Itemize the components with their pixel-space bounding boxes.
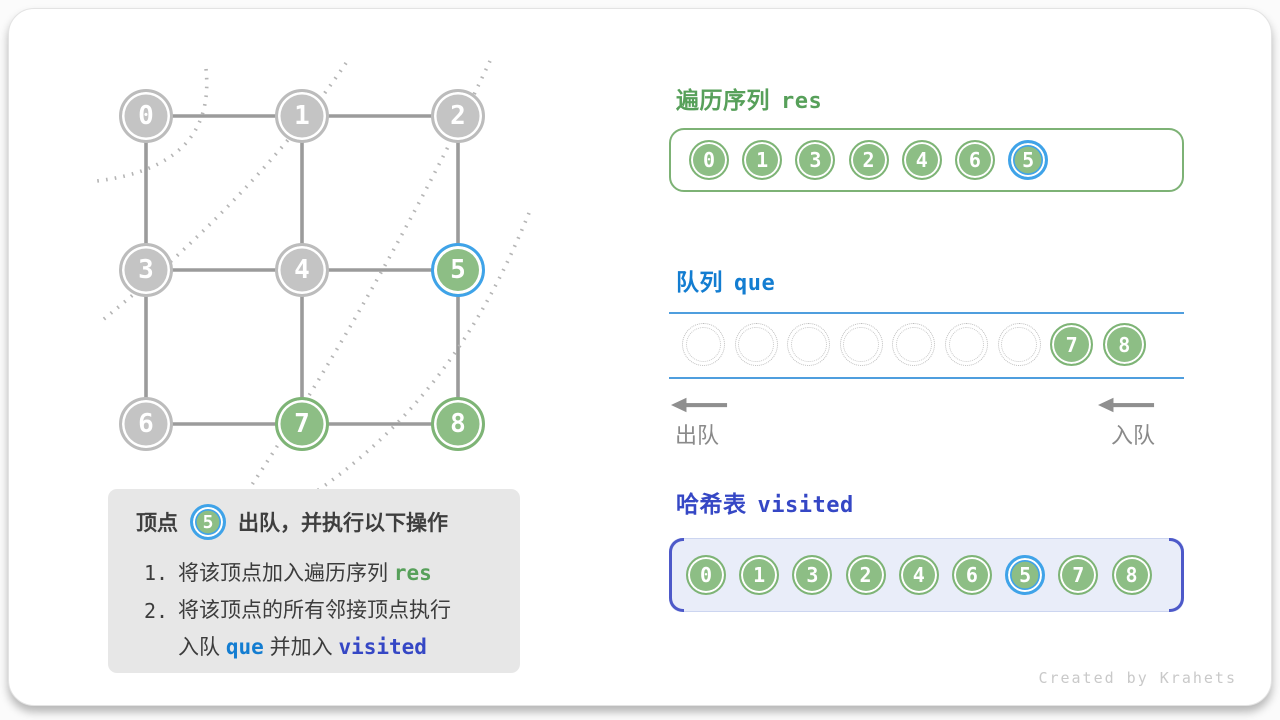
- res-item-2: 2: [848, 140, 889, 180]
- queue-bottom-line: [669, 377, 1184, 379]
- visited-title-code: visited: [757, 493, 854, 518]
- visited-item-4: 4: [898, 555, 939, 595]
- visited-item-8: 8: [1111, 555, 1152, 595]
- res-panel-title: 遍历序列 res: [676, 81, 822, 115]
- step-marker: 1.: [144, 561, 169, 585]
- explanation-step-2: 2. 将该顶点的所有邻接顶点执行: [128, 593, 451, 630]
- dequeue-label: 出队: [675, 423, 720, 448]
- visited-item-5: 5: [1005, 555, 1046, 595]
- graph-node-2: 2: [431, 89, 485, 143]
- bfs-wave-arc-icon: [96, 68, 209, 183]
- visited-item-6: 6: [951, 555, 992, 595]
- queue-slot-empty-4: [892, 323, 936, 366]
- res-item-4: 4: [901, 140, 942, 180]
- step-marker: [128, 629, 178, 667]
- graph-node-3: 3: [119, 243, 173, 297]
- visited-left-bracket: [669, 538, 684, 612]
- code-keyword: res: [393, 561, 432, 585]
- visited-title-zh: 哈希表: [676, 491, 747, 517]
- queue-slot-empty-5: [944, 323, 988, 366]
- current-vertex-badge: 5: [190, 504, 226, 540]
- explanation-step-3: 入队 que 并加入 visited: [128, 629, 451, 667]
- code-keyword: que: [225, 635, 264, 659]
- queue-slot-empty-1: [734, 323, 778, 366]
- bfs-wave-arc-icon: [293, 212, 531, 508]
- step-text: 并加入: [263, 636, 339, 659]
- visited-item-1: 1: [739, 555, 780, 595]
- res-item-6: 6: [954, 140, 995, 180]
- queue-panel-title: 队列 que: [676, 263, 775, 297]
- explanation-step-1: 1. 将该顶点加入遍历序列 res: [128, 555, 451, 593]
- graph-node-6: 6: [119, 397, 173, 451]
- visited-item-2: 2: [845, 555, 886, 595]
- watermark: Created by Krahets: [1038, 669, 1237, 687]
- res-item-3: 3: [795, 140, 836, 180]
- queue-title-zh: 队列: [676, 269, 723, 295]
- graph-node-1: 1: [275, 89, 329, 143]
- visited-item-0: 0: [686, 555, 726, 595]
- step-marker: 2.: [144, 598, 169, 623]
- queue-top-line: [669, 312, 1184, 314]
- explanation-title-suffix: 出队，并执行以下操作: [238, 512, 448, 535]
- step-text: 将该顶点加入遍历序列: [178, 562, 394, 585]
- queue-slot-empty-6: [997, 323, 1041, 366]
- queue-slot-empty-0: [682, 323, 725, 366]
- step-text: 入队: [178, 636, 226, 659]
- res-item-5: 5: [1008, 140, 1049, 180]
- step-text: 将该顶点的所有邻接顶点执行: [178, 598, 451, 622]
- queue-slot-7: 7: [1050, 323, 1094, 366]
- visited-panel-title: 哈希表 visited: [676, 485, 854, 519]
- queue-slot-empty-2: [787, 323, 831, 366]
- enqueue-arrow-icon: [1098, 397, 1155, 413]
- graph-node-5: 5: [431, 243, 485, 297]
- code-keyword: visited: [338, 635, 427, 659]
- res-title-zh: 遍历序列: [676, 87, 770, 113]
- explanation-box: 顶点 5 出队，并执行以下操作 1. 将该顶点加入遍历序列 res 2. 将该顶点的所…: [108, 489, 520, 673]
- res-item-0: 0: [689, 140, 729, 180]
- graph-node-7: 7: [275, 397, 329, 451]
- visited-item-7: 7: [1058, 555, 1099, 595]
- queue-title-code: que: [734, 271, 776, 296]
- graph-node-8: 8: [431, 397, 485, 451]
- graph-node-0: 0: [119, 89, 173, 143]
- explanation-title-prefix: 顶点: [136, 512, 178, 535]
- visited-right-bracket: [1169, 538, 1184, 612]
- queue-slot-empty-3: [839, 323, 883, 366]
- res-item-1: 1: [742, 140, 783, 180]
- res-title-code: res: [781, 89, 823, 114]
- queue-slot-8: 8: [1102, 323, 1146, 366]
- explanation-title: 顶点 5 出队，并执行以下操作: [136, 504, 448, 540]
- visited-item-3: 3: [792, 555, 833, 595]
- graph-diagram: 0 1 2 3 4 5 6 7 8: [9, 9, 589, 539]
- graph-node-4: 4: [275, 243, 329, 297]
- dequeue-arrow-icon: [671, 397, 728, 413]
- enqueue-label: 入队: [1111, 423, 1156, 448]
